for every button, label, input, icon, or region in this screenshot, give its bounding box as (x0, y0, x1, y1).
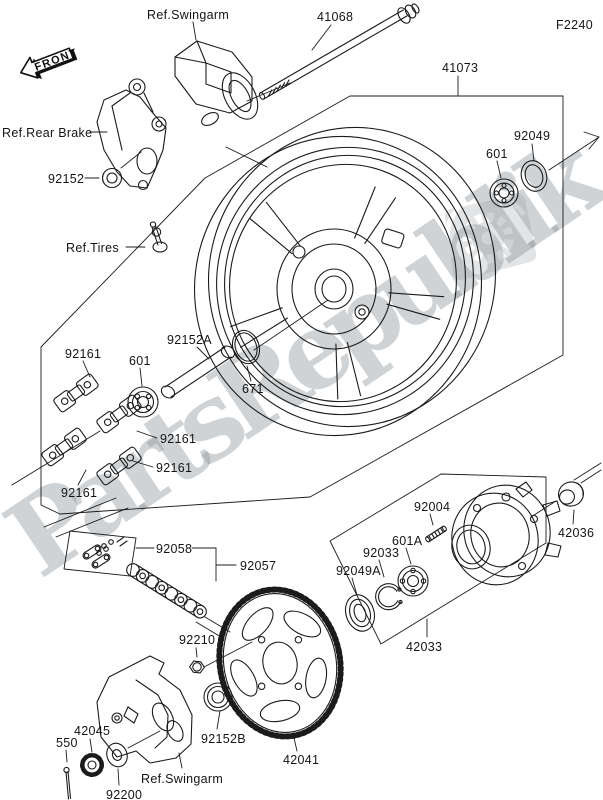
callout-671: 671 (242, 382, 264, 396)
brake-bracket-drawing (96, 78, 167, 191)
callout-41073: 41073 (442, 61, 478, 75)
hub-bearing-seal-drawing (344, 565, 429, 632)
front-arrow-icon (19, 47, 74, 79)
sleeve-oring-drawing (160, 329, 261, 399)
callout-92049a: 92049A (336, 564, 381, 578)
callout-92004: 92004 (414, 500, 450, 514)
callout-ref-swingarm-top: Ref.Swingarm (147, 8, 229, 22)
wheel-drawing (193, 126, 497, 437)
chain-drawing (43, 497, 231, 638)
hub-group-outline (329, 473, 547, 645)
callout-92152: 92152 (48, 172, 84, 186)
callout-92057: 92057 (240, 559, 276, 573)
callout-42036: 42036 (558, 526, 594, 540)
hub-drawing (451, 481, 562, 586)
valve-drawing (149, 221, 168, 253)
callout-601a: 601A (392, 534, 423, 548)
chain-adjuster-drawing (174, 40, 259, 126)
callout-92152b: 92152B (201, 732, 246, 746)
callout-92210: 92210 (179, 633, 215, 647)
callout-ref-swingarm-bottom: Ref.Swingarm (141, 772, 223, 786)
axle-drawing (258, 3, 420, 100)
callout-41068: 41068 (317, 10, 353, 24)
callout-labels: Ref.Swingarm 41068 F2240 41073 92049 601… (2, 8, 594, 800)
page-code: F2240 (556, 18, 593, 32)
front-direction-badge: FRONT (19, 46, 80, 80)
callout-92161-2: 92161 (160, 432, 196, 446)
callout-601-top: 601 (486, 147, 508, 161)
callout-ref-rear-brake: Ref.Rear Brake (2, 126, 92, 140)
callout-92161-3: 92161 (156, 461, 192, 475)
callout-92058: 92058 (156, 542, 192, 556)
callout-42045: 42045 (74, 724, 110, 738)
callout-92152a: 92152A (167, 333, 212, 347)
coupling-bearing-drawing (127, 386, 159, 418)
wheel-group-outline (40, 95, 564, 515)
axle-cap-drawing (101, 167, 123, 189)
adjuster-pin-washer-drawing (63, 742, 128, 800)
callout-92049: 92049 (514, 129, 550, 143)
swingarm-guard-drawing (96, 655, 193, 764)
stud-drawing (425, 525, 447, 543)
sprocket-drawing (216, 586, 344, 740)
callout-92161-1: 92161 (65, 347, 101, 361)
callout-601-mid: 601 (129, 354, 151, 368)
callout-92033: 92033 (363, 546, 399, 560)
callout-42041: 42041 (283, 753, 319, 767)
gear-icon (462, 212, 514, 264)
callout-42033: 42033 (406, 640, 442, 654)
leader-lines (11, 21, 602, 786)
callout-ref-tires: Ref.Tires (66, 241, 119, 255)
wheel-bearing-seal-drawing (489, 160, 548, 208)
callout-92161-4: 92161 (61, 486, 97, 500)
front-badge-label: FRONT (33, 46, 80, 73)
callout-92200: 92200 (106, 788, 142, 800)
cap-drawing (558, 481, 584, 507)
callout-550: 550 (56, 736, 78, 750)
nut-collar-drawing (189, 660, 233, 712)
